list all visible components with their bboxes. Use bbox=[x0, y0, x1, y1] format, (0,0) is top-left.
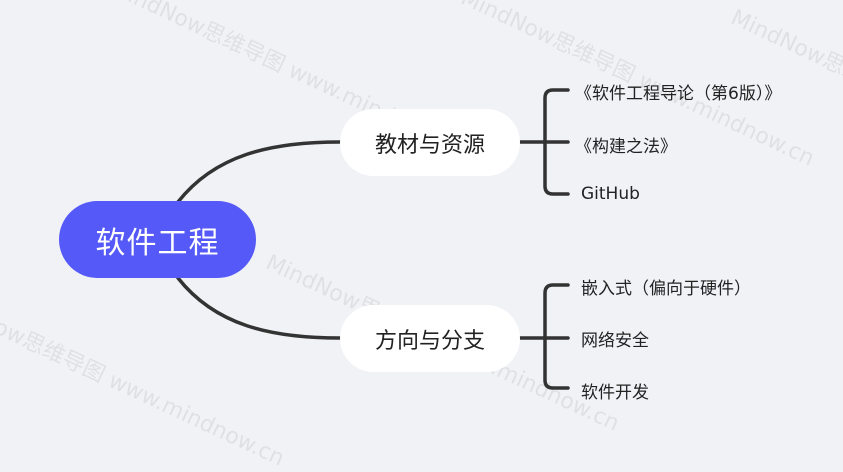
root-node[interactable]: 软件工程 bbox=[59, 201, 256, 278]
branch-node-directions[interactable]: 方向与分支 bbox=[340, 305, 520, 372]
branch-node-label: 教材与资源 bbox=[374, 132, 485, 158]
root-node-label: 软件工程 bbox=[95, 225, 220, 261]
leaf-node[interactable]: 软件开发 bbox=[581, 383, 649, 403]
leaf-node[interactable]: GitHub bbox=[581, 184, 640, 204]
leaf-node[interactable]: 网络安全 bbox=[581, 331, 649, 351]
leaf-node[interactable]: 嵌入式（偏向于硬件） bbox=[581, 279, 751, 299]
leaf-node[interactable]: 《构建之法》 bbox=[575, 137, 677, 157]
branch-node-label: 方向与分支 bbox=[374, 328, 485, 354]
branch-node-materials[interactable]: 教材与资源 bbox=[340, 109, 520, 176]
leaf-node[interactable]: 《软件工程导论（第6版）》 bbox=[575, 84, 782, 104]
